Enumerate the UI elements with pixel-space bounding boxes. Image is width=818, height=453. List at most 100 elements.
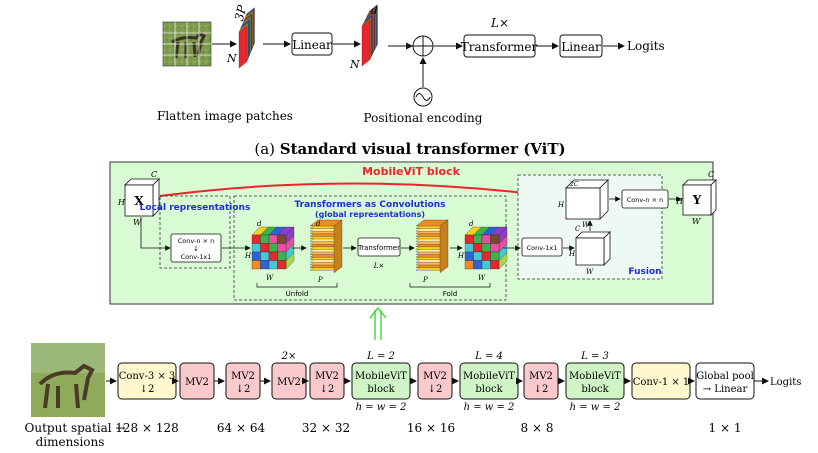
fusion-small-cube [575,231,611,266]
fusion-title: Fusion [628,267,661,277]
pipeline-logits-label: Logits [770,377,801,388]
unfold-label: Unfold [286,290,309,298]
pipeline-stage: MV2↓2 [225,362,261,400]
pipeline-stage-label: MobileViT [569,371,621,382]
sine-wave-icon [413,87,433,107]
spatial-dimension-value: 64 × 64 [217,421,266,435]
positional-encoding-label: Positional encoding [364,111,483,125]
pipeline-stage-sub: ↓2 [140,384,155,395]
vit-transformer-box [463,34,536,58]
dim-3p-label: 3P [232,3,250,23]
vit-caption: (a) Standard visual transformer (ViT) [254,140,565,158]
mobilevit-block-title: MobileViT block [362,165,461,178]
y-label: Y [692,193,702,207]
unfolded-sequence [309,219,343,274]
dim-d-label: d [371,6,377,17]
fusion-concat-cube [565,179,609,220]
x-label: X [134,194,144,208]
fusion-2c-label: 2C [569,181,579,188]
seq1-d-label: d [316,220,321,228]
vit-linear-box [291,32,333,56]
fold-label: Fold [443,290,457,298]
block-transformer-label: Transformer [357,244,400,252]
local-conv-nn-label: Conv-n × n [178,237,214,245]
cube2-d-label: d [469,220,474,228]
skip-connection-arrow [159,182,567,205]
expand-arrow [369,306,387,340]
pipeline-stage-sub: ↓2 [236,384,251,395]
embedded-patches-stack [361,4,378,67]
dim-n-label-2: N [349,58,360,71]
seq2-p-label: P [422,276,428,284]
local-conv-box [170,233,222,263]
pipeline-stage-sub: ↓2 [320,384,335,395]
spatial-dimension-value: 8 × 8 [521,421,554,435]
vit-logits-label: Logits [627,39,665,53]
input-tensor-x: X [124,178,160,217]
pipeline-stage-sub: block [367,384,395,395]
fusion-w-label: W [586,268,594,276]
pipeline-stage-label: MV2 [315,371,339,382]
x-w-label: W [133,218,142,227]
y-w-label: W [692,217,701,226]
cube1-h-label: H [244,252,252,260]
cube1-w-label: W [266,274,274,282]
pipeline-stage: MV2↓2 [309,362,345,400]
vit-transformer-label: Transformer [461,40,538,54]
pipeline-stage: Global pool → Linear [695,362,755,400]
spatial-dimension-value: 1 × 1 [709,421,742,435]
pipeline-stage-sub: ↓2 [534,384,549,395]
block-transformer-box [357,237,401,257]
block-l-times-label: L× [373,262,385,270]
pipeline-stage-label: MV2 [231,371,255,382]
vit-input-image [162,21,212,67]
spatial-dimension-value: 16 × 16 [407,421,455,435]
fusion-conv11-box [521,237,563,257]
pipeline-stage: MV2↓2 [417,362,453,400]
concat-w-label: W [582,221,590,229]
local-representations-region [159,195,231,269]
seq1-p-label: P [317,276,323,284]
pipeline-stage-above: 2× [281,351,297,362]
flatten-patches-label: Flatten image patches [157,109,293,123]
fusion-convnn-box [621,189,669,209]
pipeline-stage-label: MV2 [277,377,301,388]
unfold-bracket [256,283,338,288]
spatial-dimension-value: 128 × 128 [115,421,179,435]
pipeline-stage-label: Conv-1 × 1 [633,377,690,388]
fusion-c-label: C [575,225,581,233]
transformed-sequence [415,219,449,274]
output-spatial-label: Output spatial → [25,421,126,435]
fold-bracket [409,283,491,288]
plus-icon [412,35,434,57]
local-down-arrow: ↓ [193,245,199,253]
output-spatial-label-2: dimensions [36,435,105,449]
pipeline-stage-sub: block [581,384,609,395]
x-h-label: H [117,198,126,207]
y-c-label: C [708,170,714,179]
arrow-x-to-local [140,217,171,251]
pipeline-stage-label: MobileViT [463,371,515,382]
cube1-d-label: d [257,220,262,228]
pipeline-stages: Conv-3 × 3↓2MV2MV2↓2MV22×MV2↓2MobileViTb… [106,351,801,413]
transformers-subtitle: (global representations) [315,210,425,219]
global-representations-region [233,195,507,301]
local-representations-title: Local representations [140,203,251,213]
flattened-patches-stack [238,7,255,69]
mobilevit-block-panel: MobileViT block X C H W Local representa… [109,161,717,305]
vit-linear-label: Linear [292,38,332,52]
x-c-label: C [151,170,157,179]
cube2-w-label: W [478,274,486,282]
unfold-input-cube [251,226,295,270]
pipeline-stage-above: L = 3 [580,351,609,362]
pipeline-stage-label: Global pool [696,371,754,382]
spatial-dimension-value: 32 × 32 [302,421,350,435]
local-conv-11-label: Conv-1x1 [181,253,212,261]
vit-linear2-label: Linear [561,40,601,54]
vit-diagram: 3P N Linear d N Positional encoding L× T… [157,3,665,158]
pipeline-stage-label: Conv-3 × 3 [119,371,176,382]
pipeline-stage-sub: → Linear [703,384,748,395]
pipeline-stage: MV2 [179,362,215,400]
